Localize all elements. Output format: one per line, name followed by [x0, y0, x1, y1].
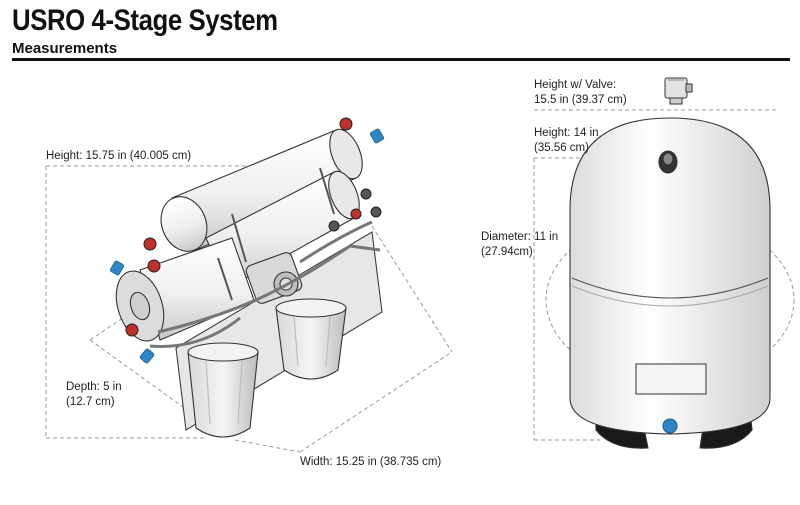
filter-housing-right [275, 298, 347, 380]
page-title: USRO 4-Stage System [12, 4, 278, 37]
system-depth-label: Depth: 5 in (12.7 cm) [66, 380, 122, 410]
tank-bottom-fitting [662, 418, 678, 434]
tank-diameter-label: Diameter: 11 in (27.94cm) [481, 230, 558, 260]
filter-canister-front [115, 237, 255, 342]
tank-height-metric: (35.56 cm) [534, 142, 589, 154]
system-depth-value: Depth: 5 in [66, 381, 122, 393]
tank-diameter-value: Diameter: 11 in [481, 231, 559, 243]
system-width-label: Width: 15.25 in (38.735 cm) [300, 456, 442, 468]
tank-height-valve-title: Height w/ Valve: [534, 79, 617, 91]
storage-tank-illustration [569, 117, 771, 449]
tank-diameter-metric: (27.94cm) [481, 246, 533, 258]
tank-height-value: Height: 14 in [534, 127, 599, 139]
elbow-fittings [125, 117, 382, 337]
mounting-straps [217, 167, 335, 301]
filter-housing-left [187, 342, 259, 438]
tank-height-label: Height: 14 in (35.56 cm) [534, 126, 599, 156]
tube-connectors-blue [110, 128, 384, 364]
tank-height-valve-label: Height w/ Valve: 15.5 in (39.37 cm) [534, 78, 627, 108]
tank-label-panel [635, 363, 707, 395]
tank-body [569, 117, 771, 435]
ro-system-illustration [110, 117, 384, 438]
tubing [149, 220, 381, 348]
tank-height-valve-value: 15.5 in (39.37 cm) [534, 94, 627, 106]
system-depth-metric: (12.7 cm) [66, 396, 115, 408]
membrane-housing [160, 128, 363, 252]
system-height-label: Height: 15.75 in (40.005 cm) [46, 150, 192, 162]
page-subtitle: Measurements [12, 40, 118, 57]
tank-valve-icon [664, 77, 693, 105]
header-rule [12, 58, 790, 61]
